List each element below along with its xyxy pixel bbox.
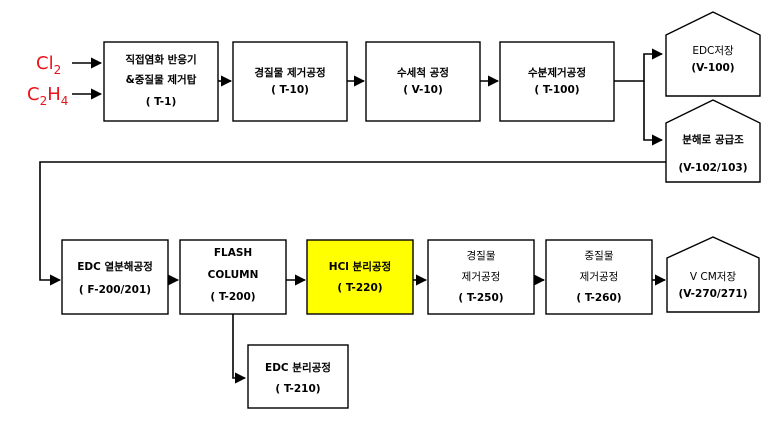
unit-t210-label-2: ( T-210)	[275, 383, 320, 395]
unit-t260-label-3: ( T-260)	[576, 292, 621, 304]
unit-t250-label-3: ( T-250)	[458, 292, 503, 304]
arrow-t100-v100	[614, 48, 664, 82]
unit-f200-box	[61, 239, 169, 315]
unit-t250-label-1: 경질물	[467, 249, 496, 262]
input-c2h4: C2H4	[27, 84, 68, 108]
tank-v100-shape	[665, 11, 761, 97]
unit-t1-label-3: ( T-1)	[146, 96, 177, 108]
unit-f200-label-1: EDC 열분해공정	[77, 260, 153, 273]
tank-v100-label-1: EDC저장	[692, 45, 734, 57]
arrow-t100-v102	[643, 81, 664, 146]
tank-v102-label-2: (V-102/103)	[679, 162, 748, 174]
unit-t260-label-2: 제거공정	[580, 271, 619, 283]
unit-t1-label-1: 직접염화 반응기	[125, 53, 196, 66]
unit-t250-label-2: 제거공정	[462, 271, 501, 283]
unit-t220-label-2: ( T-220)	[337, 282, 382, 294]
unit-t250-box	[427, 239, 535, 315]
unit-t10-label-1: 경질물 제거공정	[254, 66, 325, 79]
arrow-t200-t210	[232, 314, 247, 384]
unit-v10-label-2: ( V-10)	[403, 84, 443, 96]
arrow-v102-f200	[39, 161, 666, 286]
tank-v270-shape	[666, 236, 760, 313]
tank-v270-label-1: V CM저장	[690, 271, 737, 283]
unit-f200-label-2: ( F-200/201)	[79, 284, 151, 296]
tank-v102-shape	[665, 99, 761, 183]
tank-v100-label-2: (V-100)	[691, 62, 734, 74]
unit-t10-box	[232, 41, 348, 122]
unit-t260-label-1: 중질물	[585, 250, 614, 262]
unit-t100-label-2: ( T-100)	[534, 84, 579, 96]
unit-t100-box	[499, 41, 615, 122]
unit-t10-label-2: ( T-10)	[271, 84, 309, 96]
tank-v102-label-1: 분해로 공급조	[682, 133, 744, 146]
unit-t200-label-3: ( T-200)	[210, 291, 255, 303]
unit-v10-box	[365, 41, 481, 122]
unit-t260-box	[545, 239, 653, 315]
tank-v270-label-2: (V-270/271)	[679, 288, 748, 300]
unit-t210-box	[247, 344, 349, 409]
unit-t200-box	[179, 239, 287, 315]
unit-t1-box	[103, 41, 219, 122]
unit-t200-label-2: COLUMN	[208, 269, 259, 281]
unit-t220-label-1: HCl 분리공정	[329, 260, 391, 273]
unit-t220-box	[306, 239, 414, 315]
unit-v10-label-1: 수세척 공정	[397, 66, 449, 79]
unit-t100-label-1: 수분제거공정	[528, 66, 586, 79]
unit-t200-label-1: FLASH	[214, 247, 252, 259]
unit-t210-label-1: EDC 분리공정	[265, 361, 331, 374]
input-cl2: Cl2	[36, 53, 61, 77]
unit-t1-label-2: &중질물 제거탑	[126, 73, 197, 86]
